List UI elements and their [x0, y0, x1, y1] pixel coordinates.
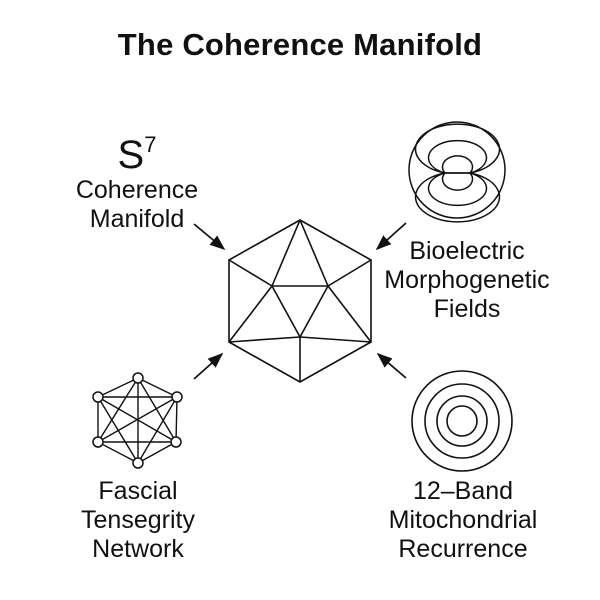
arrow-bottom-right: [376, 352, 407, 379]
label-mitochondrial-recurrence: 12–Band Mitochondrial Recurrence: [353, 477, 573, 564]
s7-symbol: S7: [27, 124, 247, 176]
s7-symbol-base: S: [117, 133, 145, 177]
arrow-bottom-left: [193, 352, 224, 380]
label-line: 12–Band: [412, 477, 514, 505]
arrow-top-left: [193, 223, 226, 251]
dipole-outer-circle: [408, 121, 506, 219]
network-nodes: [92, 372, 183, 469]
s7-symbol-superscript: 7: [144, 132, 157, 157]
label-line: Network: [92, 535, 184, 563]
label-line: Fields: [433, 295, 501, 323]
label-coherence-manifold: S7 Coherence Manifold: [27, 124, 247, 234]
tensegrity-network-icon: [92, 372, 183, 469]
icosahedron-wireframe-icon: [228, 219, 372, 383]
diagram-title: The Coherence Manifold: [117, 27, 483, 62]
label-fascial-network: Fascial Tensegrity Network: [28, 477, 248, 564]
label-line: Fascial: [98, 477, 178, 505]
connector-arrows: [193, 222, 407, 380]
label-line: Recurrence: [398, 535, 528, 563]
network-edges: [97, 377, 178, 464]
label-line: Coherence: [75, 176, 199, 204]
icosahedron-inner-edges: [228, 219, 372, 382]
concentric-circles-icon: [411, 370, 513, 472]
dipole-field-icon: [408, 121, 506, 223]
label-line: Morphogenetic: [384, 266, 550, 294]
label-line: Tensegrity: [81, 506, 195, 534]
label-line: Bioelectric: [409, 237, 525, 265]
label-line: Manifold: [89, 205, 185, 233]
arrow-top-right: [375, 222, 407, 251]
label-line: Mitochondrial: [388, 506, 538, 534]
dipole-lower-lobes: [414, 172, 501, 223]
label-bioelectric-fields: Bioelectric Morphogenetic Fields: [357, 237, 577, 324]
dipole-upper-lobes: [414, 123, 501, 174]
